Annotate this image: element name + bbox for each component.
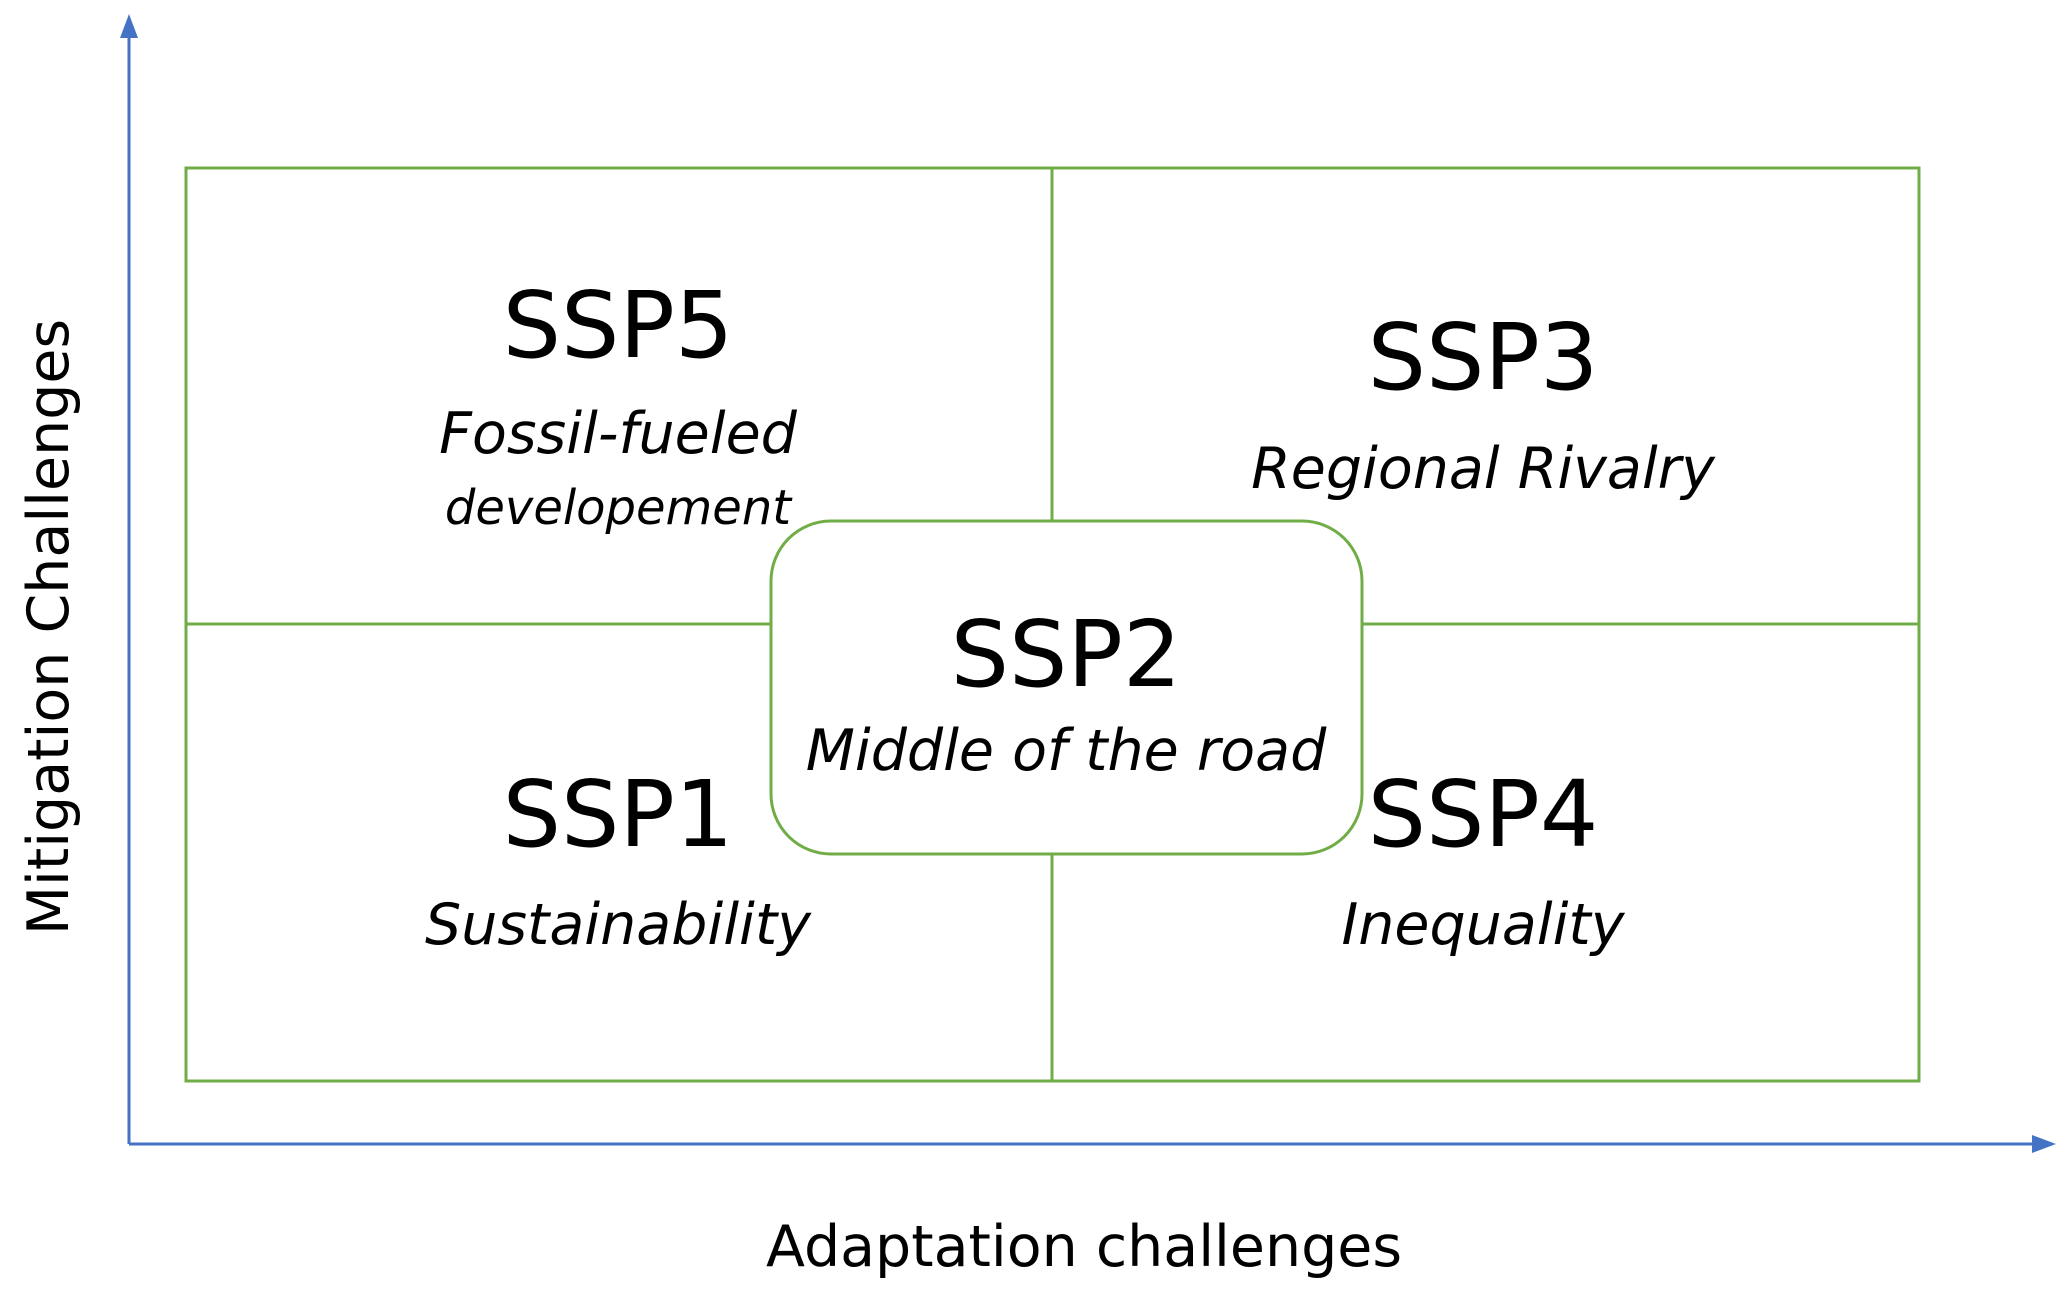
ssp3-code: SSP3 bbox=[1368, 304, 1599, 411]
quadrant-ssp1: SSP1 Sustainability bbox=[425, 761, 812, 958]
x-axis-arrowhead bbox=[2032, 1135, 2056, 1153]
ssp1-code: SSP1 bbox=[503, 761, 734, 868]
ssp5-name-line1: Fossil-fueled bbox=[439, 401, 797, 467]
ssp4-name: Inequality bbox=[1342, 892, 1626, 958]
ssp3-name: Regional Rivalry bbox=[1251, 436, 1716, 502]
quadrant-ssp5: SSP5 Fossil-fueled developement bbox=[439, 272, 797, 536]
ssp1-name: Sustainability bbox=[425, 892, 812, 958]
y-axis-label: Mitigation Challenges bbox=[16, 319, 82, 935]
center-ssp2: SSP2 Middle of the road bbox=[769, 519, 1364, 856]
ssp2-name: Middle of the road bbox=[806, 718, 1327, 784]
axes bbox=[120, 14, 2056, 1153]
y-axis-arrowhead bbox=[120, 14, 138, 38]
ssp2-code: SSP2 bbox=[951, 601, 1182, 708]
ssp5-code: SSP5 bbox=[503, 272, 734, 379]
ssp2-box bbox=[769, 519, 1364, 856]
quadrant-ssp3: SSP3 Regional Rivalry bbox=[1251, 304, 1716, 502]
x-axis-label: Adaptation challenges bbox=[766, 1214, 1402, 1280]
ssp4-code: SSP4 bbox=[1368, 761, 1599, 868]
quadrant-ssp4: SSP4 Inequality bbox=[1342, 761, 1626, 958]
ssp5-name-line2: developement bbox=[445, 480, 793, 536]
